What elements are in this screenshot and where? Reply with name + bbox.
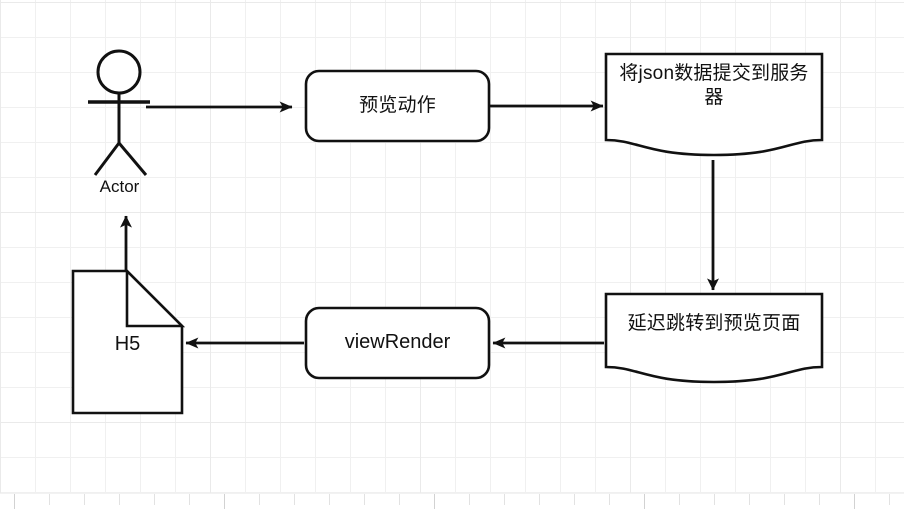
ruler-tick: [644, 494, 645, 509]
ruler-tick: [364, 494, 365, 505]
ruler-tick: [574, 494, 575, 505]
ruler-tick: [714, 494, 715, 505]
ruler-tick: [749, 494, 750, 505]
ruler-tick: [784, 494, 785, 505]
ruler-tick: [539, 494, 540, 505]
ruler-tick: [819, 494, 820, 505]
ruler-tick: [154, 494, 155, 505]
ruler-tick: [49, 494, 50, 505]
ruler-tick: [14, 494, 15, 509]
bottom-ruler: [0, 493, 904, 510]
node-view-render-shape[interactable]: [304, 306, 491, 380]
actor-figure[interactable]: [88, 49, 150, 176]
ruler-tick: [889, 494, 890, 505]
ruler-tick: [469, 494, 470, 505]
ruler-tick: [259, 494, 260, 505]
ruler-tick: [504, 494, 505, 505]
ruler-tick: [329, 494, 330, 505]
node-h5-page-shape[interactable]: [71, 267, 186, 415]
ruler-tick: [294, 494, 295, 505]
ruler-tick: [609, 494, 610, 505]
ruler-tick: [119, 494, 120, 505]
ruler-tick: [854, 494, 855, 509]
ruler-tick: [434, 494, 435, 509]
ruler-tick: [679, 494, 680, 505]
ruler-tick: [84, 494, 85, 505]
node-preview-action-shape[interactable]: [304, 69, 491, 143]
ruler-tick: [224, 494, 225, 509]
ruler-tick: [189, 494, 190, 505]
node-delay-redirect-shape[interactable]: [604, 292, 824, 384]
ruler-tick: [399, 494, 400, 505]
node-submit-json-shape[interactable]: [604, 52, 824, 157]
